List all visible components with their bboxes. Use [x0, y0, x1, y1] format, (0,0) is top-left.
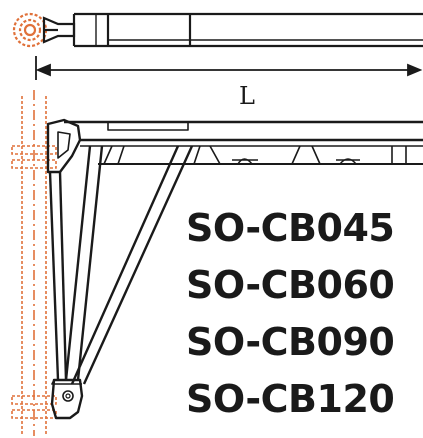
bottom-coupler — [50, 378, 84, 420]
vertical-pipe — [11, 90, 57, 436]
top-body — [74, 12, 423, 48]
bracket-side — [46, 118, 423, 420]
model-code-4: SO-CB120 — [186, 377, 395, 421]
model-code-2: SO-CB060 — [186, 263, 395, 307]
top-pipe-inner — [18, 18, 42, 42]
dimension-L — [35, 56, 423, 80]
top-pipe-core — [23, 23, 37, 37]
dimension-label: L — [239, 82, 255, 110]
model-list: SO-CB045 SO-CB060 SO-CB090 SO-CB120 — [186, 200, 420, 428]
model-code-3: SO-CB090 — [186, 320, 395, 364]
top-view — [12, 12, 423, 48]
model-code-1: SO-CB045 — [186, 206, 395, 250]
top-pipe-outer — [12, 12, 48, 48]
